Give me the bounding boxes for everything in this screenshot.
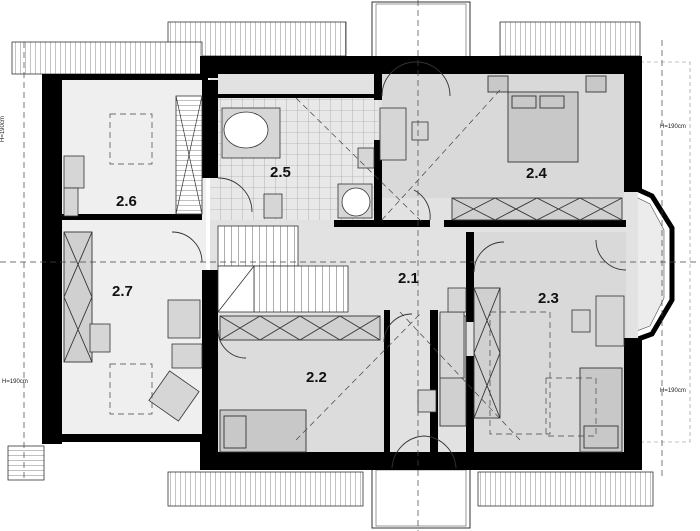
room-label-2-7: 2.7: [112, 283, 133, 300]
dormer-bottom: [371, 467, 471, 529]
height-mark-bottom-left: H=190cm: [2, 379, 28, 385]
room-label-2-2: 2.2: [306, 369, 327, 386]
staircase: [175, 95, 349, 313]
height-mark-bottom-right: H=190cm: [660, 388, 686, 394]
furniture: [63, 107, 625, 422]
room-labels: 2.1 2.2 2.3 2.4 2.5 2.6 2.7: [112, 164, 559, 386]
room-label-2-5: 2.5: [270, 164, 291, 181]
interior-walls: [62, 70, 626, 456]
height-mark-top-right: H=190cm: [660, 124, 686, 130]
room-label-2-4: 2.4: [526, 165, 548, 182]
outer-walls: [42, 56, 642, 470]
height-marks: H=190cm H=190cm H=190cm H=190cm: [0, 116, 686, 394]
room-label-2-1: 2.1: [398, 270, 419, 287]
room-label-2-3: 2.3: [538, 290, 559, 307]
beds: [219, 75, 623, 453]
door-swings: [171, 61, 627, 469]
bay-window: [627, 182, 675, 346]
room-label-2-6: 2.6: [116, 193, 137, 210]
dormer-top: [371, 1, 471, 61]
height-mark-top-left: H=190cm: [0, 116, 6, 142]
roof-overhang: [7, 21, 691, 507]
